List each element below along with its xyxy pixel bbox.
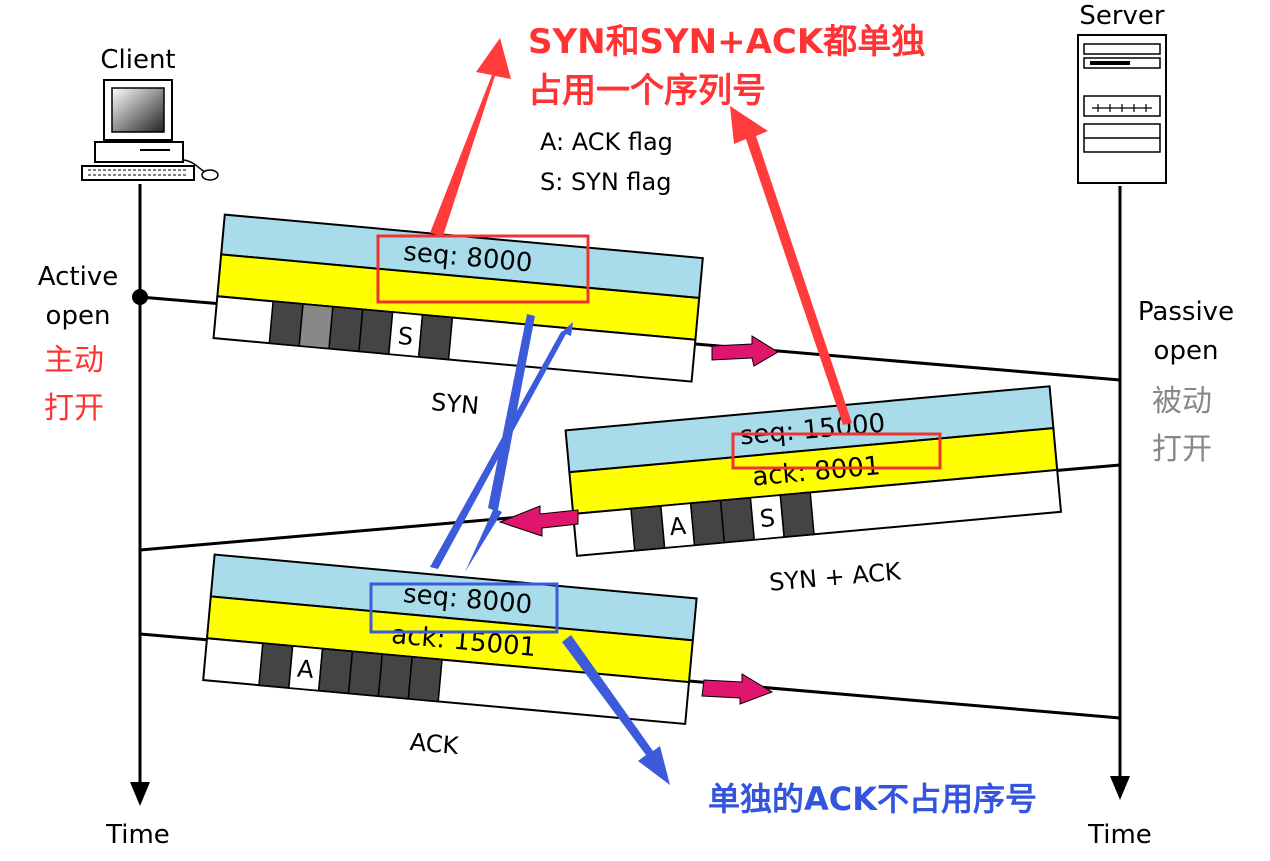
active-open-zh-line2: 打开 <box>44 391 104 426</box>
syn-name: SYN <box>430 388 480 420</box>
syn-segment: seq: 8000 S <box>212 213 704 383</box>
server-label: Server <box>1079 1 1165 31</box>
server-timeline <box>1110 186 1130 800</box>
legend-ack-flag: A: ACK flag <box>540 128 673 156</box>
ack-name: ACK <box>409 728 461 760</box>
red-note-line1: SYN和SYN+ACK都单独 <box>528 22 925 62</box>
synack-segment: seq: 15000 ack: 8001 A S <box>564 385 1063 557</box>
server-time-label: Time <box>1087 820 1152 850</box>
blue-arrow-ack-to-note <box>562 635 670 785</box>
synack-direction-arrow <box>498 505 579 537</box>
passive-open-line1: Passive <box>1138 297 1234 327</box>
ack-seq-highlight-box <box>369 582 559 634</box>
client-time-label: Time <box>105 820 170 850</box>
server-icon <box>1077 34 1167 184</box>
red-arrow-synack-to-note <box>730 106 852 425</box>
ack-flag-a: A <box>296 655 315 684</box>
ack-segment: seq: 8000 ack: 15001 A <box>202 553 698 726</box>
ack-direction-arrow <box>701 673 774 705</box>
synack-seq-highlight-box <box>731 432 942 470</box>
legend-syn-flag: S: SYN flag <box>540 168 671 196</box>
synack-name: SYN + ACK <box>768 557 903 596</box>
client-computer-icon <box>81 79 219 181</box>
red-arrow-syn-to-note <box>430 38 511 236</box>
passive-open-zh-line1: 被动 <box>1152 384 1212 419</box>
red-note-line2: 占用一个序列号 <box>528 71 766 111</box>
blue-thick-arrow <box>465 314 535 572</box>
client-label: Client <box>100 45 175 75</box>
synack-flag-a: A <box>668 512 687 541</box>
active-open-line1: Active <box>38 262 118 292</box>
client-timeline <box>130 184 150 806</box>
passive-open-line2: open <box>1154 336 1219 366</box>
syn-direction-arrow <box>711 335 779 367</box>
blue-note: 单独的ACK不占用序号 <box>708 780 1037 818</box>
active-open-line2: open <box>46 301 111 331</box>
synack-flag-s: S <box>759 504 777 533</box>
passive-open-zh-line2: 打开 <box>1152 432 1212 467</box>
syn-flag-s: S <box>397 322 415 351</box>
syn-seq-highlight-box <box>376 234 590 304</box>
active-open-zh-line1: 主动 <box>44 343 104 378</box>
